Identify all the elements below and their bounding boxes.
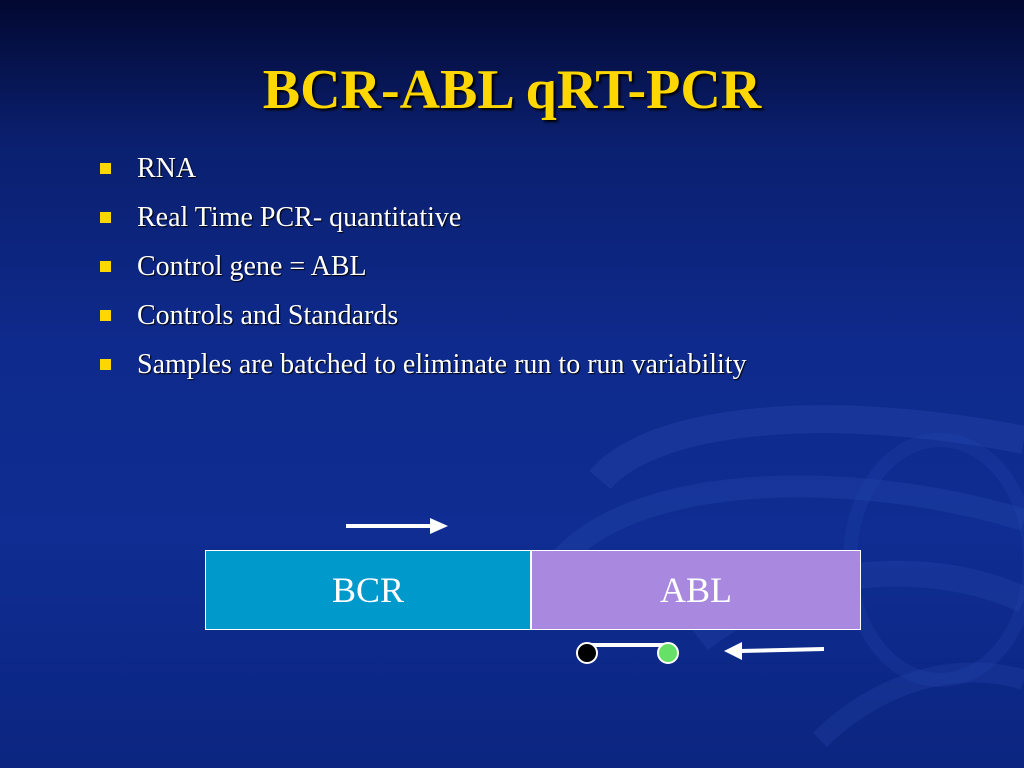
bullet-item: RNA <box>100 148 780 189</box>
bullet-text: Real Time PCR- quantitative <box>137 202 462 233</box>
bcr-segment: BCR <box>205 550 531 630</box>
square-bullet-icon <box>100 261 111 272</box>
reverse-primer-arrow <box>724 642 825 660</box>
square-bullet-icon <box>100 359 111 370</box>
forward-primer-arrow <box>346 518 448 534</box>
bullet-list: RNA Real Time PCR- quantitative Control … <box>100 148 780 393</box>
abl-segment: ABL <box>531 550 861 630</box>
probe <box>576 642 679 664</box>
bullet-item: Real Time PCR- quantitative <box>100 197 780 238</box>
bullet-text: Control gene = ABL <box>137 251 367 282</box>
bullet-text: Samples are batched to eliminate run to … <box>137 349 747 380</box>
bullet-text: RNA <box>137 153 197 184</box>
square-bullet-icon <box>100 163 111 174</box>
bullet-item: Controls and Standards <box>100 295 780 336</box>
square-bullet-icon <box>100 310 111 321</box>
bullet-item: Control gene = ABL <box>100 246 780 287</box>
reporter-dot-icon <box>657 642 679 664</box>
quencher-dot-icon <box>576 642 598 664</box>
bullet-item: Samples are batched to eliminate run to … <box>100 344 780 385</box>
slide-title: BCR-ABL qRT-PCR <box>262 59 762 121</box>
square-bullet-icon <box>100 212 111 223</box>
abl-label: ABL <box>660 570 732 610</box>
bullet-text: Controls and Standards <box>137 300 399 331</box>
bcr-label: BCR <box>331 570 405 610</box>
